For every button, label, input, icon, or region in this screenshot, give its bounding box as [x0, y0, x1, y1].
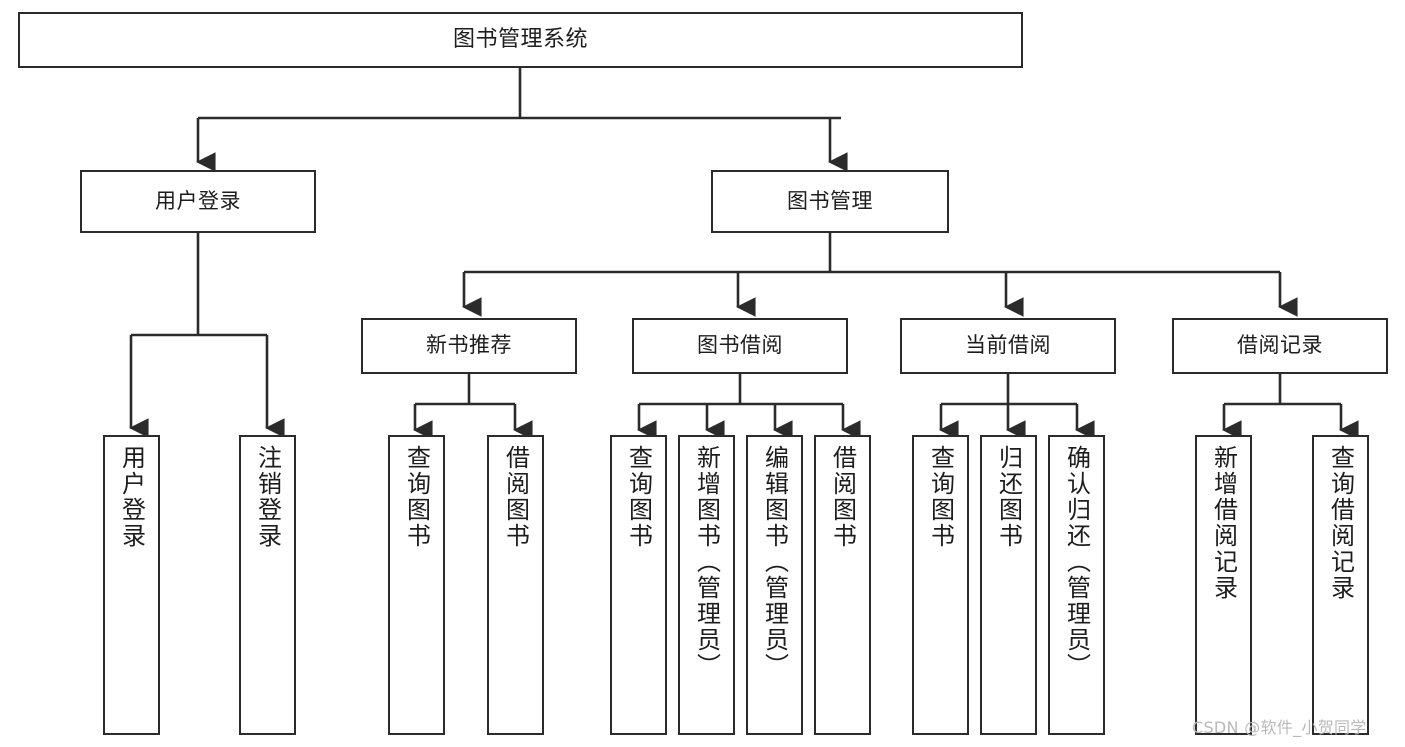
node-leaf-current-query-book-label: 查询图书: [926, 445, 955, 549]
node-leaf-current-confirm-return[interactable]: 确认归还（管理员）: [1048, 435, 1105, 735]
node-leaf-record-add[interactable]: 新增借阅记录: [1195, 435, 1252, 735]
node-leaf-rec-borrow-book[interactable]: 借阅图书: [487, 435, 544, 735]
node-user-login-label: 用户登录: [155, 188, 241, 213]
node-root-label: 图书管理系统: [452, 26, 588, 52]
node-leaf-user-logout[interactable]: 注销登录: [239, 435, 296, 735]
node-leaf-rec-borrow-book-label: 借阅图书: [501, 445, 530, 549]
node-leaf-record-query-label: 查询借阅记录: [1326, 445, 1355, 601]
node-leaf-current-confirm-return-label: 确认归还（管理员）: [1062, 445, 1091, 679]
node-new-book-recommend-label: 新书推荐: [426, 333, 512, 358]
node-leaf-borrow-borrow-book-label: 借阅图书: [828, 445, 857, 549]
node-book-manage-label: 图书管理: [787, 188, 873, 213]
node-leaf-rec-query-book[interactable]: 查询图书: [388, 435, 445, 735]
node-leaf-user-login[interactable]: 用户登录: [103, 435, 160, 735]
node-current-borrow[interactable]: 当前借阅: [900, 318, 1116, 374]
node-leaf-record-query[interactable]: 查询借阅记录: [1312, 435, 1369, 735]
node-borrow-record[interactable]: 借阅记录: [1172, 318, 1388, 374]
node-book-borrow-label: 图书借阅: [697, 333, 783, 358]
node-leaf-user-login-label: 用户登录: [117, 445, 146, 549]
node-leaf-borrow-query-book[interactable]: 查询图书: [610, 435, 667, 735]
node-leaf-borrow-add-book[interactable]: 新增图书（管理员）: [678, 435, 735, 735]
node-user-login[interactable]: 用户登录: [80, 170, 316, 233]
node-leaf-borrow-add-book-label: 新增图书（管理员）: [692, 445, 721, 679]
node-root[interactable]: 图书管理系统: [18, 12, 1023, 68]
node-leaf-current-return-book[interactable]: 归还图书: [980, 435, 1037, 735]
node-book-manage[interactable]: 图书管理: [711, 170, 949, 233]
node-leaf-borrow-edit-book[interactable]: 编辑图书（管理员）: [746, 435, 803, 735]
node-borrow-record-label: 借阅记录: [1237, 333, 1323, 358]
node-leaf-current-return-book-label: 归还图书: [994, 445, 1023, 549]
node-leaf-rec-query-book-label: 查询图书: [402, 445, 431, 549]
node-current-borrow-label: 当前借阅: [965, 333, 1051, 358]
node-leaf-record-add-label: 新增借阅记录: [1209, 445, 1238, 601]
node-book-borrow[interactable]: 图书借阅: [632, 318, 848, 374]
node-leaf-borrow-borrow-book[interactable]: 借阅图书: [814, 435, 871, 735]
node-leaf-current-query-book[interactable]: 查询图书: [912, 435, 969, 735]
node-leaf-borrow-query-book-label: 查询图书: [624, 445, 653, 549]
node-leaf-user-logout-label: 注销登录: [253, 445, 282, 549]
node-leaf-borrow-edit-book-label: 编辑图书（管理员）: [760, 445, 789, 679]
node-new-book-recommend[interactable]: 新书推荐: [361, 318, 577, 374]
csdn-watermark: CSDN @软件_小贺同学: [1192, 718, 1367, 737]
